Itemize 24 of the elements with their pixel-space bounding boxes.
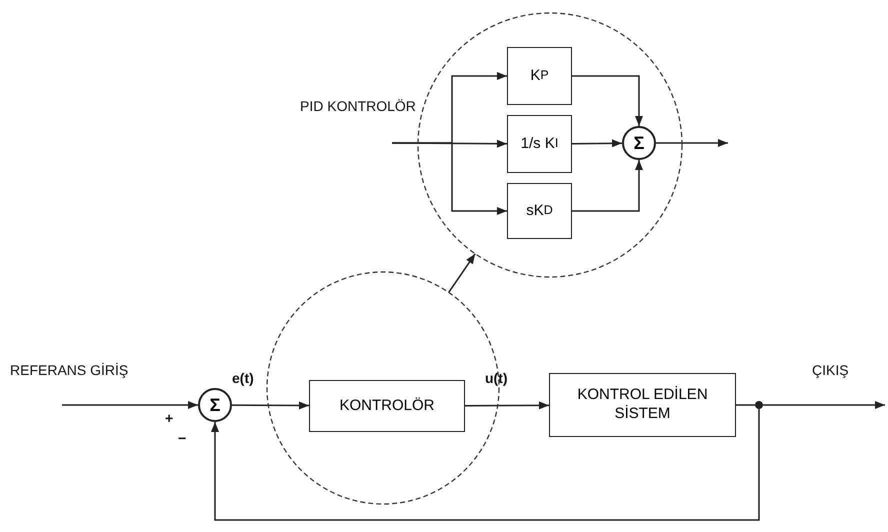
arrow	[232, 401, 309, 410]
group-title: PID KONTROLÖR	[300, 98, 416, 114]
junction-dot	[755, 401, 763, 409]
arrow	[656, 139, 728, 147]
arrow	[572, 139, 622, 148]
edge-label: e(t)	[232, 370, 254, 386]
edge-label: u(t)	[485, 370, 508, 386]
block-box: KONTROLÖR	[309, 380, 465, 432]
summing-junction: Σ	[622, 126, 656, 160]
edge-label: REFERANS GİRİŞ	[10, 362, 128, 378]
arrow	[392, 142, 507, 215]
arrow	[572, 75, 643, 126]
arrow	[572, 160, 643, 212]
arrow	[465, 401, 549, 410]
sign-label: +	[165, 410, 174, 426]
arrow	[763, 401, 885, 409]
arrow	[62, 401, 198, 409]
summing-junction: Σ	[198, 388, 232, 422]
sign-label: −	[178, 430, 186, 446]
arrow	[211, 409, 760, 521]
block-box: KONTROL EDİLEN SİSTEM	[549, 373, 736, 437]
connector-line	[736, 404, 755, 406]
edge-label: ÇIKIŞ	[812, 362, 849, 378]
arrow	[448, 253, 476, 293]
